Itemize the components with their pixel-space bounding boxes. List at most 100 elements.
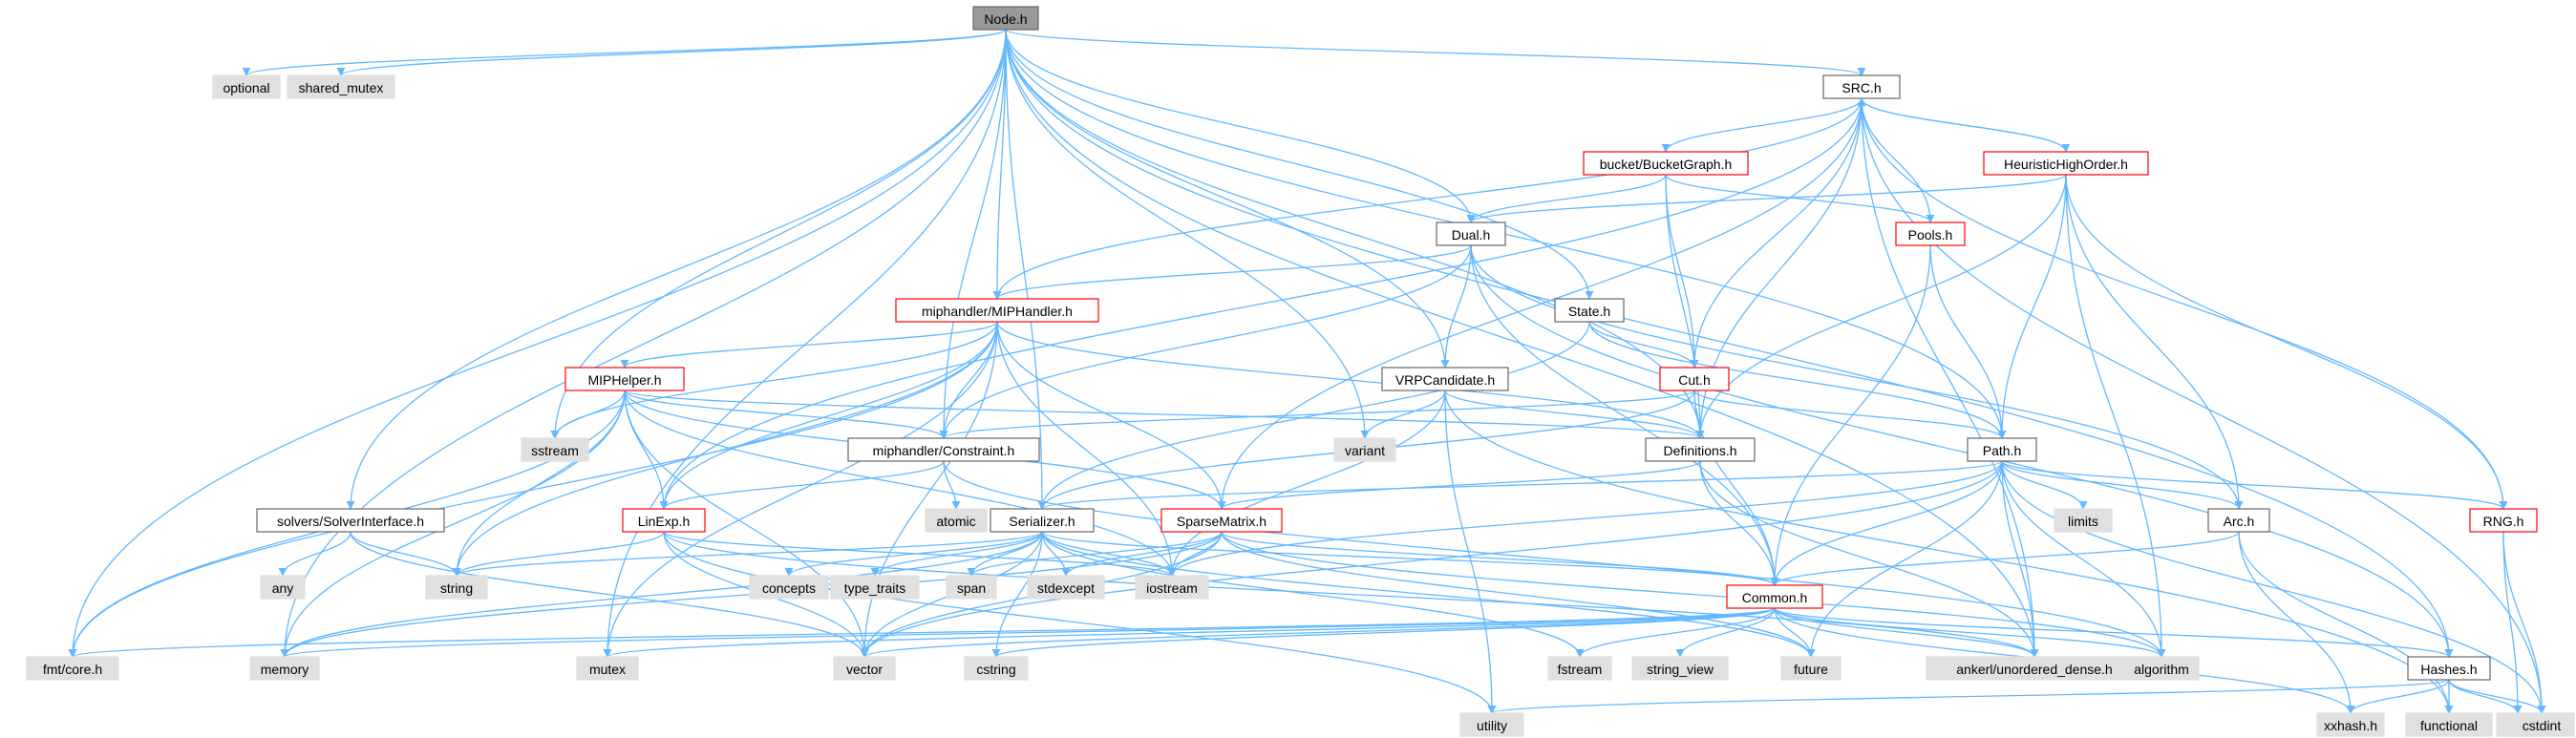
node-linexp[interactable]: LinExp.h — [622, 508, 706, 533]
edge-serializer-to-future — [1041, 531, 1816, 658]
node-box — [1967, 437, 2037, 462]
node-label: solvers/SolverInterface.h — [277, 514, 424, 529]
node-bucket[interactable]: bucket/BucketGraph.h — [1583, 151, 1749, 176]
node-dual[interactable]: Dual.h — [1436, 221, 1506, 246]
edge-node-to-memory — [280, 29, 1007, 658]
edge-arc-to-common — [1770, 531, 2240, 586]
node-label: bucket/BucketGraph.h — [1600, 157, 1733, 172]
node-functional: functional — [2405, 712, 2493, 737]
edge-node-to-miphandler — [992, 29, 1007, 300]
edge-dual-to-vrp — [1440, 244, 1472, 369]
node-arc[interactable]: Arc.h — [2207, 508, 2270, 533]
node-src[interactable]: SRC.h — [1822, 74, 1901, 99]
node-label: limits — [2068, 514, 2098, 529]
edge-node-to-definitions — [1005, 29, 1705, 439]
node-hashes[interactable]: Hashes.h — [2407, 656, 2491, 681]
node-label: Node.h — [984, 11, 1027, 27]
edge-sparse-to-algorithm — [1221, 531, 2166, 658]
edge-vrp-to-iostream — [1167, 390, 1446, 577]
edge-dual-to-constraint — [939, 244, 1472, 439]
node-typetraits: type_traits — [830, 575, 920, 600]
node-cut[interactable]: Cut.h — [1659, 367, 1730, 391]
edge-mip-to-constraint — [624, 390, 948, 439]
node-heuristic[interactable]: HeuristicHighOrder.h — [1983, 151, 2149, 176]
node-definitions[interactable]: Definitions.h — [1645, 437, 1756, 462]
edge-mip-to-memory — [280, 390, 626, 658]
edge-constraint-to-atomic — [943, 460, 961, 510]
node-mip[interactable]: MIPHelper.h — [564, 367, 685, 391]
edge-dual-to-common — [1470, 244, 1779, 586]
edge-path-to-future — [1806, 460, 2003, 658]
edge-constraint-to-linexp — [659, 460, 945, 510]
node-label: LinExp.h — [638, 514, 690, 529]
node-label: stdexcept — [1037, 580, 1095, 596]
edge-miphandler-to-mip — [620, 321, 998, 369]
edge-node-to-mutex — [603, 29, 1007, 658]
edge-src-to-cut — [1690, 97, 1863, 369]
edge-bucket-to-dual — [1466, 174, 1667, 223]
node-box — [847, 437, 1040, 462]
edge-node-to-hashes — [1005, 29, 2454, 658]
node-constraint[interactable]: miphandler/Constraint.h — [847, 437, 1040, 462]
edge-definitions-to-ankerl — [1699, 460, 2039, 658]
node-box — [1895, 221, 1966, 246]
node-box — [2123, 656, 2200, 681]
node-box — [1583, 151, 1749, 176]
node-label: Dual.h — [1452, 227, 1490, 242]
edge-path-to-cstdint — [2001, 460, 2546, 714]
edge-miphandler-to-mutex — [603, 321, 998, 658]
edge-common-to-hashes — [1774, 607, 2454, 658]
node-box — [2054, 508, 2113, 533]
edge-src-to-cstdint — [1861, 97, 2546, 714]
node-path[interactable]: Path.h — [1967, 437, 2037, 462]
edge-bucket-to-definitions — [1665, 174, 1705, 439]
node-node[interactable]: Node.h — [972, 6, 1039, 31]
edge-hashes-to-cstdint — [2448, 679, 2546, 714]
node-box — [972, 6, 1039, 31]
node-vrp[interactable]: VRPCandidate.h — [1381, 367, 1509, 391]
node-sparse[interactable]: SparseMatrix.h — [1160, 508, 1283, 533]
edge-mip-to-sstream — [550, 390, 626, 439]
edge-serializer-to-fstream — [1041, 531, 1585, 658]
node-box — [1659, 367, 1730, 391]
edge-serializer-to-iostream — [1041, 531, 1177, 577]
node-box — [1160, 508, 1283, 533]
node-limits: limits — [2054, 508, 2113, 533]
node-serializer[interactable]: Serializer.h — [990, 508, 1095, 533]
node-label: Definitions.h — [1663, 443, 1736, 458]
node-shared_mutex: shared_mutex — [287, 74, 395, 99]
edge-common-to-ankerl — [1774, 607, 2039, 658]
node-box — [2407, 656, 2491, 681]
node-box — [2405, 712, 2493, 737]
node-label: xxhash.h — [2324, 718, 2377, 733]
edge-mip-to-definitions — [624, 390, 1705, 439]
edge-path-to-arc — [2001, 460, 2244, 510]
node-rng[interactable]: RNG.h — [2469, 508, 2538, 533]
node-label: Path.h — [1983, 443, 2021, 458]
node-box — [1381, 367, 1509, 391]
node-box — [521, 437, 589, 462]
node-solvers[interactable]: solvers/SolverInterface.h — [256, 508, 445, 533]
node-label: sstream — [531, 443, 579, 458]
node-common[interactable]: Common.h — [1726, 584, 1823, 609]
edge-cut-to-constraint — [939, 390, 1695, 439]
node-string: string — [425, 575, 488, 600]
edge-solvers-to-any — [278, 531, 351, 577]
edge-dual-to-arc — [1470, 244, 2244, 510]
node-label: miphandler/MIPHandler.h — [922, 304, 1073, 319]
node-pools[interactable]: Pools.h — [1895, 221, 1966, 246]
edge-vrp-to-definitions — [1444, 390, 1705, 439]
node-box — [1027, 575, 1105, 600]
node-label: algorithm — [2134, 662, 2189, 677]
edge-heuristic-to-definitions — [1695, 174, 2067, 439]
edge-serializer-to-cstring — [991, 531, 1043, 658]
node-label: iostream — [1146, 580, 1198, 596]
node-label: SparseMatrix.h — [1177, 514, 1267, 529]
node-state[interactable]: State.h — [1554, 298, 1625, 323]
node-label: future — [1794, 662, 1828, 677]
node-box — [564, 367, 685, 391]
node-label: variant — [1345, 443, 1385, 458]
edge-common-to-fstream — [1575, 607, 1776, 658]
node-box — [2207, 508, 2270, 533]
node-miphandler[interactable]: miphandler/MIPHandler.h — [895, 298, 1099, 323]
